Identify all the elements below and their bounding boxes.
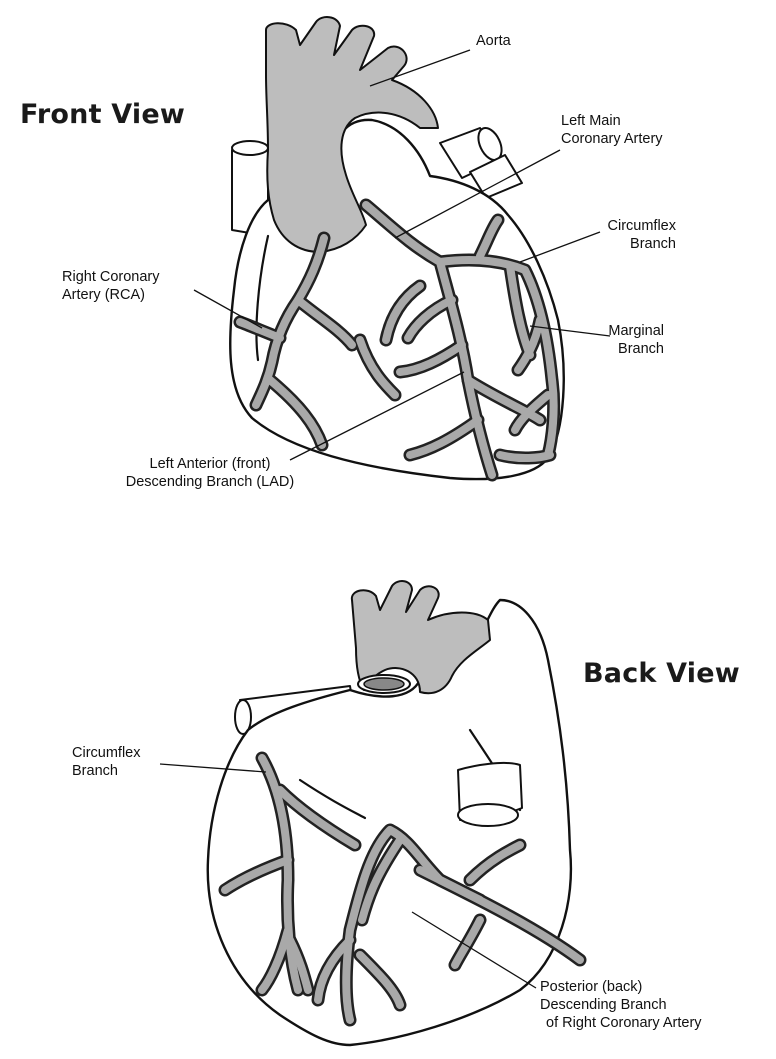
label-left-anterior-descending: Left Anterior (front) Descending Branch … (120, 455, 300, 491)
label-marginal-line2: Branch (580, 340, 664, 358)
label-right-coronary-artery: Right Coronary Artery (RCA) (62, 268, 160, 304)
label-front-circumflex-line1: Circumflex (584, 217, 676, 235)
front-view-title: Front View (20, 99, 185, 130)
label-aorta: Aorta (476, 32, 511, 50)
label-marginal-branch: Marginal Branch (580, 322, 664, 358)
label-back-circumflex-line2: Branch (72, 762, 140, 780)
label-front-circumflex-line2: Branch (584, 235, 676, 253)
label-lad-line2: Descending Branch (LAD) (120, 473, 300, 491)
label-posterior-line1: Posterior (back) (540, 978, 702, 996)
back-vena-cava (458, 763, 522, 826)
label-left-main-line1: Left Main (561, 112, 663, 130)
label-back-circumflex-line1: Circumflex (72, 744, 140, 762)
back-view-title: Back View (583, 658, 740, 689)
label-left-main-coronary-artery: Left Main Coronary Artery (561, 112, 663, 148)
label-lad-line1: Left Anterior (front) (120, 455, 300, 473)
label-back-circumflex-branch: Circumflex Branch (72, 744, 140, 780)
label-aorta-text: Aorta (476, 32, 511, 50)
label-marginal-line1: Marginal (580, 322, 664, 340)
label-front-circumflex-branch: Circumflex Branch (584, 217, 676, 253)
label-posterior-line2: Descending Branch (540, 996, 702, 1014)
label-posterior-descending-branch: Posterior (back) Descending Branch of Ri… (540, 978, 702, 1032)
label-rca-line1: Right Coronary (62, 268, 160, 286)
label-rca-line2: Artery (RCA) (62, 286, 160, 304)
label-left-main-line2: Coronary Artery (561, 130, 663, 148)
label-posterior-line3: of Right Coronary Artery (540, 1014, 702, 1032)
